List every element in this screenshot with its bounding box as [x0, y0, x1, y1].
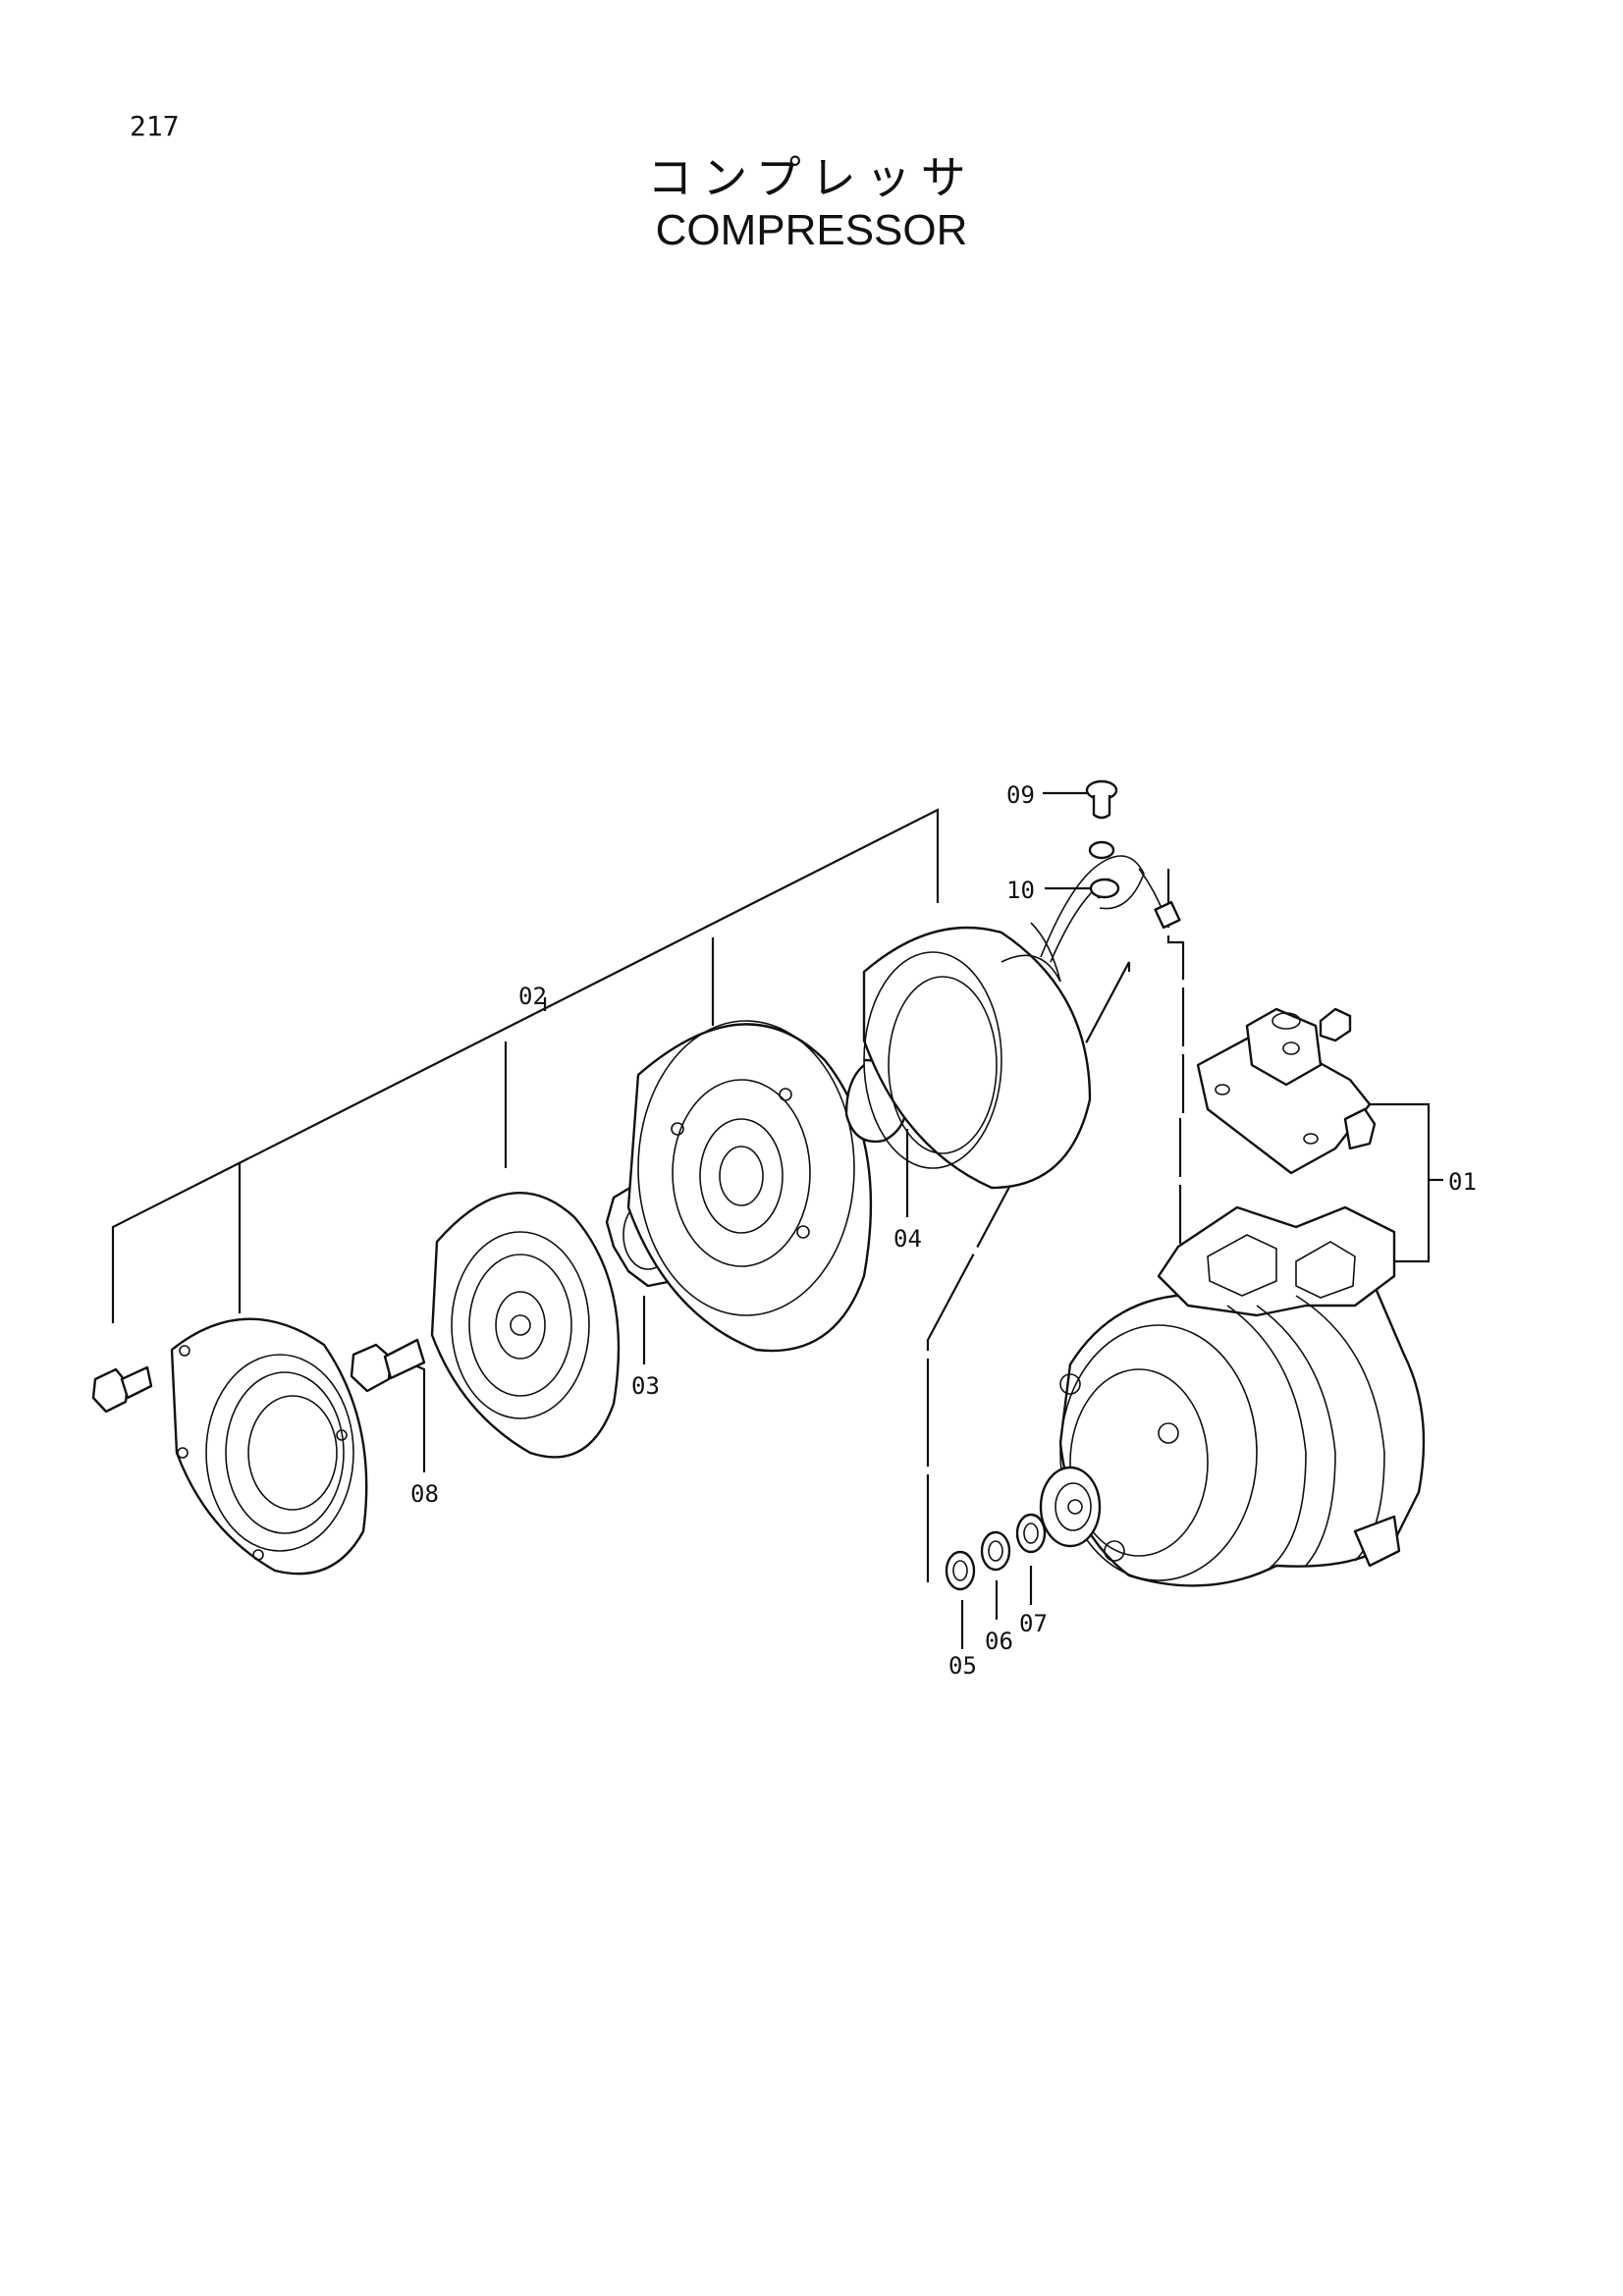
callout-06: 06: [985, 1628, 1013, 1655]
callout-07: 07: [1019, 1610, 1048, 1637]
front-plate-part: [170, 1317, 368, 1575]
compressor-shaft-part: [1039, 1466, 1102, 1548]
washer-09-part: [1088, 840, 1115, 860]
page-number: 217: [130, 110, 180, 142]
callout-02: 02: [518, 983, 547, 1010]
callout-10: 10: [1006, 877, 1035, 904]
bolt-08-part: [350, 1338, 426, 1393]
leader-05-washers: [926, 961, 1131, 1582]
washer-07-part: [1015, 1513, 1047, 1554]
hub-plate-part: [430, 1192, 621, 1459]
leader-08: [411, 1362, 426, 1472]
compressor-body-part: [1058, 1205, 1426, 1587]
wire-harness-10-part: [1040, 855, 1181, 963]
leader-01: [1370, 1102, 1443, 1263]
callout-09: 09: [1006, 781, 1035, 809]
screw-09-part: [1085, 779, 1118, 820]
callout-04: 04: [893, 1225, 922, 1253]
callout-05: 05: [948, 1652, 977, 1680]
leader-02: [111, 808, 940, 1323]
pulley-rotor-part: [626, 1020, 873, 1353]
title-english: COMPRESSOR: [655, 206, 968, 254]
bolt-left-part: [91, 1365, 153, 1414]
callout-08: 08: [410, 1480, 439, 1508]
washer-05-part: [945, 1550, 976, 1591]
callout-01: 01: [1448, 1168, 1477, 1196]
washer-06-part: [980, 1530, 1011, 1572]
valve-block-part: [1196, 1007, 1377, 1175]
field-coil-part: [862, 922, 1092, 1190]
title-japanese: コンプレッサ: [647, 151, 976, 204]
callout-03: 03: [631, 1372, 660, 1400]
